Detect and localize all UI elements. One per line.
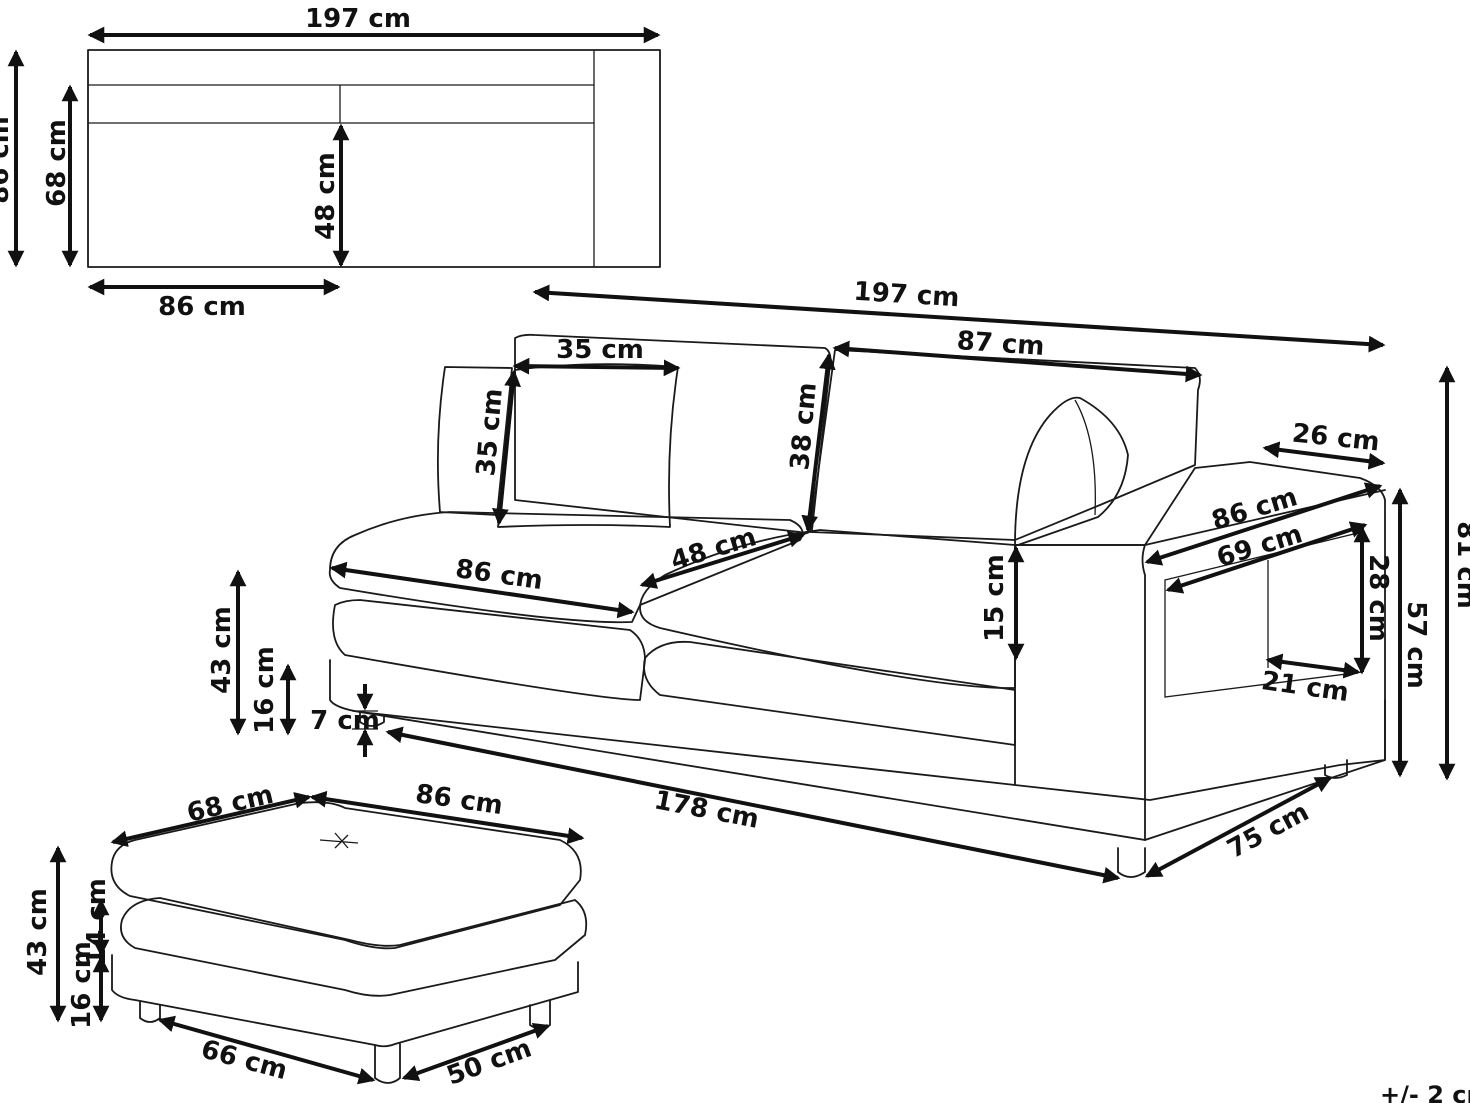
dim-ottoman-base-depth: [401, 1022, 551, 1082]
dim-sofa-total-width: [532, 284, 1386, 353]
dim-arm-width: [1262, 441, 1386, 470]
ottoman-top-cushion: [110, 801, 582, 950]
label-cushion-width: 87 cm: [956, 326, 1046, 362]
dim-pillow-height: [492, 369, 521, 526]
throw-pillow-right: [1014, 396, 1129, 546]
dim-arm-opening-width: [1265, 653, 1361, 679]
dim-cushion-width: [832, 340, 1203, 383]
label-front-depth: 86 cm: [158, 292, 246, 322]
label-arm-inner-height: 28 cm: [1363, 554, 1393, 642]
label-base-depth: 75 cm: [1222, 797, 1314, 865]
label-front-height-total: 86 cm: [0, 116, 15, 204]
dim-pillow-width: [512, 357, 681, 377]
ottoman-mid-cushion: [120, 897, 588, 997]
ottoman-base: [111, 954, 579, 1048]
tolerance-note: +/- 2 cm: [1380, 1081, 1470, 1103]
label-arm-height: 57 cm: [1401, 601, 1431, 689]
label-total-height: 81 cm: [1451, 521, 1470, 609]
label-ottoman-base-height: 16 cm: [67, 941, 97, 1029]
label-sofa-total-width: 197 cm: [853, 277, 961, 314]
dim-back-cushion-height: [801, 352, 836, 533]
dim-arm-inner-depth: [1165, 521, 1368, 594]
label-front-width: 197 cm: [305, 4, 411, 34]
label-base-width: 178 cm: [652, 785, 762, 835]
label-leg-height: 7 cm: [310, 706, 380, 736]
dim-ottoman-depth: [110, 792, 312, 847]
label-base-height: 16 cm: [250, 646, 280, 734]
front-view: 197 cm 86 cm 68 cm 48 cm 86 cm: [0, 4, 661, 322]
label-ottoman-cushion-height: 14 cm: [82, 878, 112, 966]
dim-seat-width: [639, 531, 806, 589]
label-ottoman-base-depth: 50 cm: [443, 1033, 536, 1091]
label-seat-thickness: 15 cm: [980, 554, 1010, 642]
dim-base-depth: [1144, 776, 1333, 878]
dim-ottoman-width: [309, 790, 585, 845]
label-pillow-width: 35 cm: [556, 335, 644, 365]
label-ottoman-height: 43 cm: [23, 888, 53, 976]
dim-base-width: [385, 726, 1121, 884]
label-front-height-back: 68 cm: [42, 119, 72, 207]
throw-pillow-left: [497, 363, 679, 528]
ottoman-dimensions: 68 cm 86 cm 43 cm 14 cm 16 cm 66 cm 50 c…: [23, 779, 585, 1092]
sofa-dimensions: 197 cm 87 cm 35 cm 35 cm 38 cm 26 cm 86 …: [207, 277, 1470, 884]
label-front-seat-height: 48 cm: [311, 152, 341, 240]
dim-seat-depth: [329, 561, 635, 619]
label-seat-height: 43 cm: [207, 606, 237, 694]
label-arm-opening-width: 21 cm: [1260, 666, 1351, 708]
label-ottoman-depth: 68 cm: [184, 780, 276, 829]
dim-ottoman-base-width: [157, 1015, 376, 1085]
label-seat-width: 48 cm: [667, 522, 760, 576]
